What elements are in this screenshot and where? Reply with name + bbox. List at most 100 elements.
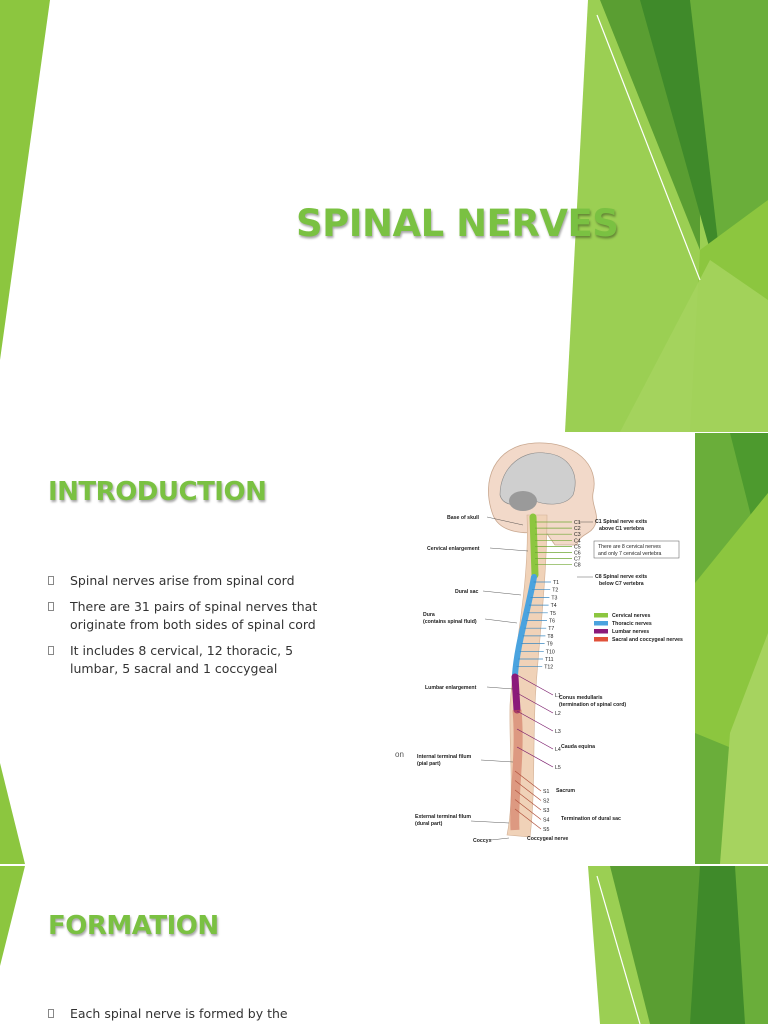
segment-label-c5: C5: [574, 544, 581, 550]
note-cauda: Cauda equina: [561, 744, 595, 750]
segment-labels: C1C2C3C4C5C6C7C8T1T2T3T4T5T6T7T8T9T10T11…: [543, 520, 581, 833]
note-conus: Conus medullaris: [559, 695, 603, 701]
segment-label-t9: T9: [547, 642, 553, 648]
segment-label-l4: L4: [555, 747, 561, 753]
note-box: [593, 540, 680, 559]
introduction-slide: INTRODUCTION Spinal nerves arise from sp…: [0, 433, 768, 864]
segment-label-t2: T2: [552, 588, 558, 594]
thoracic-cord: [512, 574, 537, 678]
nerve-s5: [514, 808, 542, 830]
legend-swatch: [594, 613, 608, 618]
segment-label-t10: T10: [546, 649, 555, 655]
legend-swatch: [594, 637, 608, 642]
label-base-of-skull: Base of skull: [447, 515, 480, 521]
label-dural-sac: Dural sac: [455, 589, 478, 595]
legend-label: Thoracic nerves: [612, 621, 652, 627]
label-cervical-enlargement: Cervical enlargement: [427, 546, 480, 552]
bullet-list: Each spinal nerve is formed by the: [48, 1005, 318, 1024]
segment-label-l2: L2: [555, 711, 561, 717]
slide-separator: [0, 864, 768, 866]
note-c1-exit: C1 Spinal nerve exits: [595, 519, 647, 525]
label-lumbar-enlargement: Lumbar enlargement: [425, 685, 477, 691]
list-item: There are 31 pairs of spinal nerves that…: [48, 598, 318, 635]
segment-label-c8: C8: [574, 563, 581, 569]
list-item: Each spinal nerve is formed by the: [48, 1005, 318, 1024]
segment-label-t12: T12: [544, 665, 553, 671]
green-decoration: [0, 433, 768, 864]
segment-label-t7: T7: [548, 626, 554, 632]
segment-label-c6: C6: [574, 551, 581, 557]
note-coccygeal: Coccygeal nerve: [527, 836, 568, 842]
segment-label-s1: S1: [543, 789, 549, 795]
green-decoration: [0, 0, 768, 432]
segment-label-s2: S2: [543, 799, 549, 805]
bullet-icon: [48, 645, 54, 655]
legend-label: Cervical nerves: [612, 613, 650, 619]
segment-label-c7: C7: [574, 557, 581, 563]
segment-label-c4: C4: [574, 538, 581, 544]
bullet-icon: [48, 1009, 54, 1018]
legend-swatch: [594, 621, 608, 626]
label-internal-filum: Internal terminal filum: [417, 754, 472, 760]
nerve-l2: [516, 692, 554, 714]
note-c8-exit: C8 Spinal nerve exits: [595, 574, 647, 580]
title-slide: SPINAL NERVES: [0, 0, 768, 432]
section-title: INTRODUCTION: [48, 477, 267, 507]
segment-label-t1: T1: [553, 580, 559, 586]
label-external-filum-sub: (dural part): [415, 821, 443, 827]
green-decoration: [0, 866, 768, 1024]
note-dural-end: Termination of dural sac: [561, 816, 621, 822]
bullet-icon: [48, 576, 54, 585]
segment-label-t8: T8: [547, 634, 553, 640]
note-c8-exit-2: below C7 vertebra: [599, 581, 644, 587]
sacral-cauda: [510, 709, 523, 831]
nerve-l1: [516, 674, 554, 696]
formation-slide: FORMATION Each spinal nerve is formed by…: [0, 866, 768, 1024]
nerve-s2: [514, 780, 542, 801]
bullet-icon: [48, 601, 54, 611]
legend-label: Sacral and coccygeal nerves: [612, 637, 683, 643]
segment-label-t3: T3: [551, 595, 557, 601]
nerve-l4: [516, 728, 554, 750]
cerebellum: [509, 491, 537, 511]
segment-label-l3: L3: [555, 729, 561, 735]
note-c1-exit-2: above C1 vertebra: [599, 526, 644, 532]
nerve-s4: [514, 799, 542, 820]
note-box-line-2: and only 7 cervical vertebra: [598, 551, 662, 557]
nerve-s3: [514, 789, 542, 811]
bullet-list: Spinal nerves arise from spinal cord The…: [48, 572, 318, 686]
list-item: Spinal nerves arise from spinal cord: [48, 572, 318, 591]
segment-label-c2: C2: [574, 526, 581, 532]
segment-label-c1: C1: [574, 520, 581, 526]
page-title: SPINAL NERVES: [296, 202, 619, 245]
note-box-line-1: There are 8 cervical nerves: [598, 544, 661, 550]
segment-label-t11: T11: [545, 657, 554, 663]
segment-label-c3: C3: [574, 532, 581, 538]
segment-label-l1: L1: [555, 693, 561, 699]
lumbar-cord: [511, 673, 521, 714]
label-dura: Dura: [423, 612, 435, 618]
nerve-l3: [516, 710, 554, 732]
legend-swatch: [594, 629, 608, 634]
nerve-s1: [514, 770, 542, 792]
segment-label-s3: S3: [543, 808, 549, 814]
note-conus-2: (termination of spinal cord): [559, 702, 626, 708]
spinal-nerves-figure: C1C2C3C4C5C6C7C8T1T2T3T4T5T6T7T8T9T10T11…: [395, 435, 695, 862]
list-item: It includes 8 cervical, 12 thoracic, 5 l…: [48, 642, 318, 679]
segment-label-l5: L5: [555, 765, 561, 771]
segment-label-t6: T6: [549, 619, 555, 625]
nerve-lines: [514, 521, 572, 830]
label-external-filum: External terminal filum: [415, 814, 471, 820]
segment-label-t4: T4: [551, 603, 557, 609]
cervical-cord: [529, 513, 539, 579]
segment-label-t5: T5: [550, 611, 556, 617]
segment-label-s5: S5: [543, 827, 549, 833]
note-sacrum: Sacrum: [556, 788, 575, 794]
label-internal-filum-sub: (pial part): [417, 761, 441, 767]
segment-label-s4: S4: [543, 818, 549, 824]
nerve-l5: [516, 746, 554, 768]
label-dura-sub: (contains spinal fluid): [423, 619, 477, 625]
section-title: FORMATION: [48, 911, 219, 941]
legend-label: Lumbar nerves: [612, 629, 649, 635]
